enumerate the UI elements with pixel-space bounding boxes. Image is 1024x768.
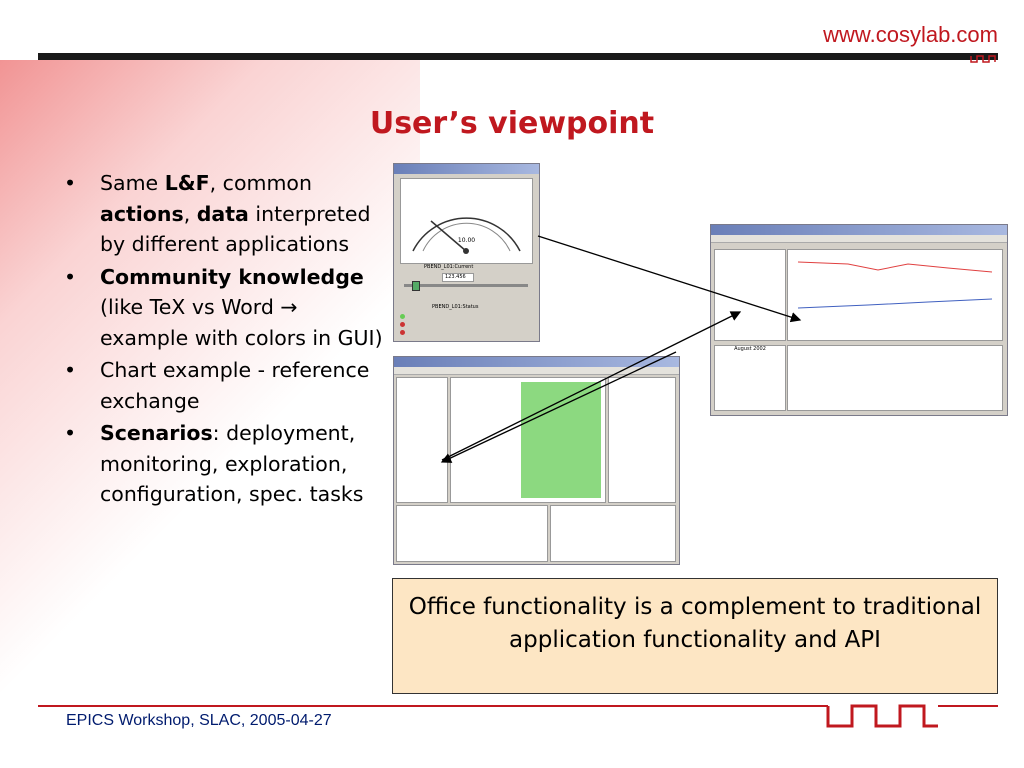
bullet-glyph: • [64, 171, 77, 195]
site-url[interactable]: www.cosylab.com [823, 22, 998, 47]
bottom-rule-right [938, 705, 998, 707]
value-column [521, 382, 601, 498]
slider-track[interactable] [404, 284, 528, 287]
property-panel [550, 505, 676, 562]
slide-title: User’s viewpoint [369, 106, 655, 141]
window-titlebar [394, 357, 679, 367]
callout-box: Office functionality is a complement to … [392, 578, 998, 694]
cosylab-wave-icon [970, 55, 996, 63]
report-view [396, 505, 548, 562]
current-field-label: PBEND_L01:Current [424, 264, 474, 270]
navigator-screenshot [393, 356, 680, 565]
bullet-item: • Community knowledge (like TeX vs Word →… [58, 262, 388, 354]
footer-text: EPICS Workshop, SLAC, 2005-04-27 [66, 712, 332, 729]
bullet-text: Same [100, 171, 165, 195]
status-title: PBEND_L01:Status [432, 304, 479, 310]
menu-bar [394, 367, 679, 375]
channel-table [787, 345, 1003, 411]
navigator-tree [396, 377, 448, 503]
property-table [450, 377, 606, 503]
bullet-glyph: • [64, 421, 77, 445]
top-rule [38, 53, 998, 60]
bullet-glyph: • [64, 264, 77, 289]
bullet-bold-text: L&F [164, 171, 210, 195]
slider-handle[interactable] [412, 281, 420, 291]
bullet-text: interpreted by different applications [100, 201, 371, 257]
menu-bar [711, 235, 1007, 243]
window-titlebar [711, 225, 1007, 235]
archive-reader-screenshot: August 2002 [710, 224, 1008, 416]
status-led-on [400, 314, 405, 319]
bullet-bold-text: actions [100, 201, 184, 226]
gauge-dial [412, 217, 521, 254]
device-tree [608, 377, 676, 503]
tree-panel [714, 249, 786, 341]
power-supply-screenshot: 10.00 PBEND_L01:Current 123.456 PBEND_L0… [393, 163, 540, 342]
bullet-text: (like TeX vs Word → example with colors … [100, 295, 383, 350]
archive-chart [797, 261, 993, 309]
gauge-panel: 10.00 [400, 178, 533, 264]
chart-panel [787, 249, 1003, 341]
bullet-text: Chart example - reference exchange [100, 358, 370, 413]
bullet-glyph: • [64, 358, 77, 382]
bullet-list: • Same L&F, common actions, data interpre… [58, 168, 388, 512]
cosylab-wave-logo-icon [826, 704, 938, 728]
calendar-panel[interactable]: August 2002 [714, 345, 786, 411]
background-gradient [0, 60, 420, 700]
window-titlebar [394, 164, 539, 174]
bullet-bold-text: Community knowledge [100, 264, 364, 289]
bullet-text: , common [209, 171, 312, 195]
bullet-item: • Scenarios: deployment, monitoring, expl… [58, 418, 388, 510]
status-led-not-ready [400, 330, 405, 335]
status-led-remote [400, 322, 405, 327]
bullet-text: , [183, 201, 197, 226]
calendar-month: August 2002 [734, 346, 766, 352]
bullet-bold-text: Scenarios [100, 421, 213, 445]
bullet-item: • Chart example - reference exchange [58, 355, 388, 416]
value-input[interactable]: 123.456 [442, 273, 474, 282]
bullet-bold-text: data [196, 201, 249, 226]
gauge-value: 10.00 [457, 237, 476, 244]
bullet-item: • Same L&F, common actions, data interpre… [58, 168, 388, 260]
bottom-rule [38, 705, 828, 707]
bullet-text: : deployment, monitoring, exploration, c… [100, 421, 364, 506]
